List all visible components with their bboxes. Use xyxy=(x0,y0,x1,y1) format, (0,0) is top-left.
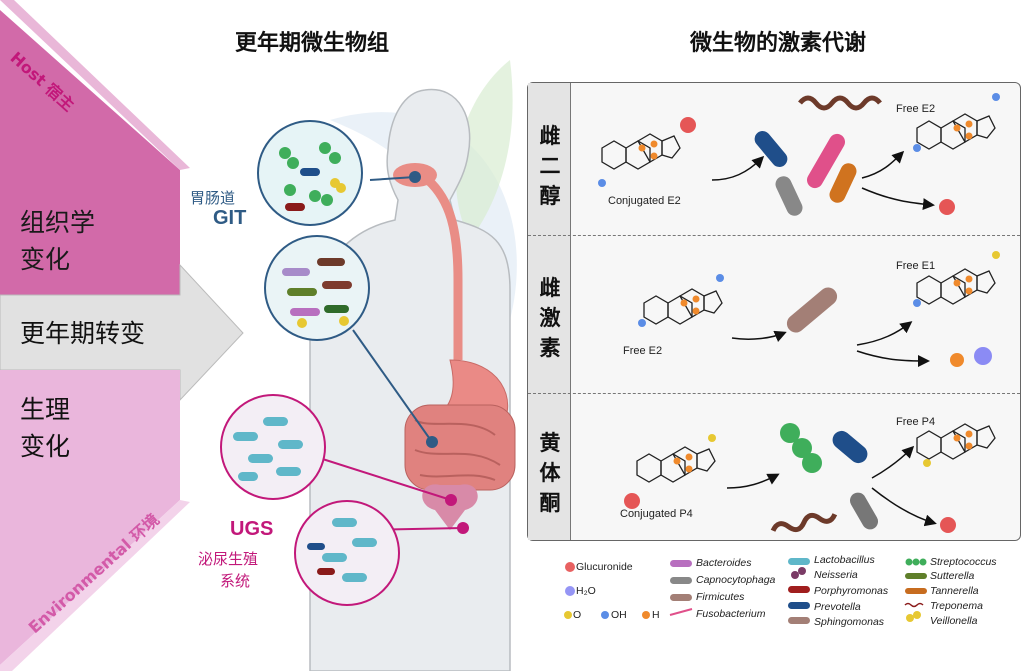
legend-treponema: Treponema xyxy=(930,600,983,612)
free-e1-output-label: Free E1 xyxy=(896,260,936,272)
row-divider xyxy=(528,393,1020,394)
left-panel-graphic xyxy=(0,0,244,671)
legend-tannerella: Tannerella xyxy=(930,585,979,597)
legend-porphyromonas: Porphyromonas xyxy=(814,585,889,597)
microbiome-title: 更年期微生物组 xyxy=(235,31,390,56)
legend-swatches xyxy=(564,558,927,624)
physio-change-line1: 生理 xyxy=(20,395,71,424)
legend-capnocytophaga: Capnocytophaga xyxy=(696,574,776,586)
ugs-en-label: UGS xyxy=(230,518,274,540)
row-divider xyxy=(528,235,1020,236)
legend-h: H xyxy=(652,609,660,621)
legend-oh: OH xyxy=(611,609,627,621)
ugs-cn-line2: 系统 xyxy=(220,572,251,590)
estradiol-label-2: 二 xyxy=(539,154,561,178)
git-gut-microbe-circle xyxy=(264,235,370,341)
legend-glucuronide: Glucuronide xyxy=(576,561,633,573)
estradiol-label-3: 醇 xyxy=(539,184,561,208)
legend-h2o: H₂O xyxy=(576,585,596,597)
estradiol-label-1: 雌 xyxy=(539,124,561,148)
ugs-cn-line1: 泌尿生殖 xyxy=(198,550,259,568)
free-e2-output-label: Free E2 xyxy=(896,103,936,115)
tissue-change-line1: 组织学 xyxy=(20,208,96,237)
legend-neisseria: Neisseria xyxy=(814,569,858,581)
hormone-panel: 雌 二 醇 雌 激 素 黄 体 酮 xyxy=(527,82,1021,541)
git-mouth-microbe-circle xyxy=(257,120,363,226)
git-en-label: GIT xyxy=(213,207,247,229)
tissue-change-line2: 变化 xyxy=(20,245,71,274)
conjugated-e2-label: Conjugated E2 xyxy=(608,195,681,207)
left-panel: Host 宿主 Environmental 环境 组织学 变化 更年期转变 生理… xyxy=(0,0,244,671)
progesterone-label-2: 体 xyxy=(539,461,561,485)
legend-fusobacterium: Fusobacterium xyxy=(696,608,766,620)
free-e2-input-label: Free E2 xyxy=(623,345,663,357)
estrogen-label-3: 素 xyxy=(539,336,561,360)
ugs-upper-microbe-circle xyxy=(220,394,326,500)
legend-firmicutes: Firmicutes xyxy=(696,591,745,603)
estrogen-label-2: 激 xyxy=(539,306,561,330)
legend-sphingomonas: Sphingomonas xyxy=(814,616,885,628)
legend-veillonella: Veillonella xyxy=(930,615,978,627)
git-cn-label: 胃肠道 xyxy=(190,189,236,207)
hormone-pathways xyxy=(598,93,1000,533)
estrogen-label-1: 雌 xyxy=(539,276,561,300)
progesterone-label-3: 酮 xyxy=(539,491,561,515)
legend-prevotella: Prevotella xyxy=(814,601,861,613)
menopause-transition-label: 更年期转变 xyxy=(20,319,146,348)
free-p4-output-label: Free P4 xyxy=(896,416,936,428)
hormone-metabolism-title: 微生物的激素代谢 xyxy=(690,31,867,56)
physio-change-line2: 变化 xyxy=(20,432,71,461)
conjugated-p4-label: Conjugated P4 xyxy=(620,508,693,520)
legend-lactobacillus: Lactobacillus xyxy=(814,554,875,566)
progesterone-label-1: 黄 xyxy=(539,431,561,455)
legend-bacteroides: Bacteroides xyxy=(696,557,752,569)
legend-streptococcus: Streptococcus xyxy=(930,556,997,568)
legend-sutterella: Sutterella xyxy=(930,570,975,582)
legend-o: O xyxy=(573,609,582,621)
row-label-column xyxy=(528,83,571,540)
ugs-lower-microbe-circle xyxy=(294,500,400,606)
